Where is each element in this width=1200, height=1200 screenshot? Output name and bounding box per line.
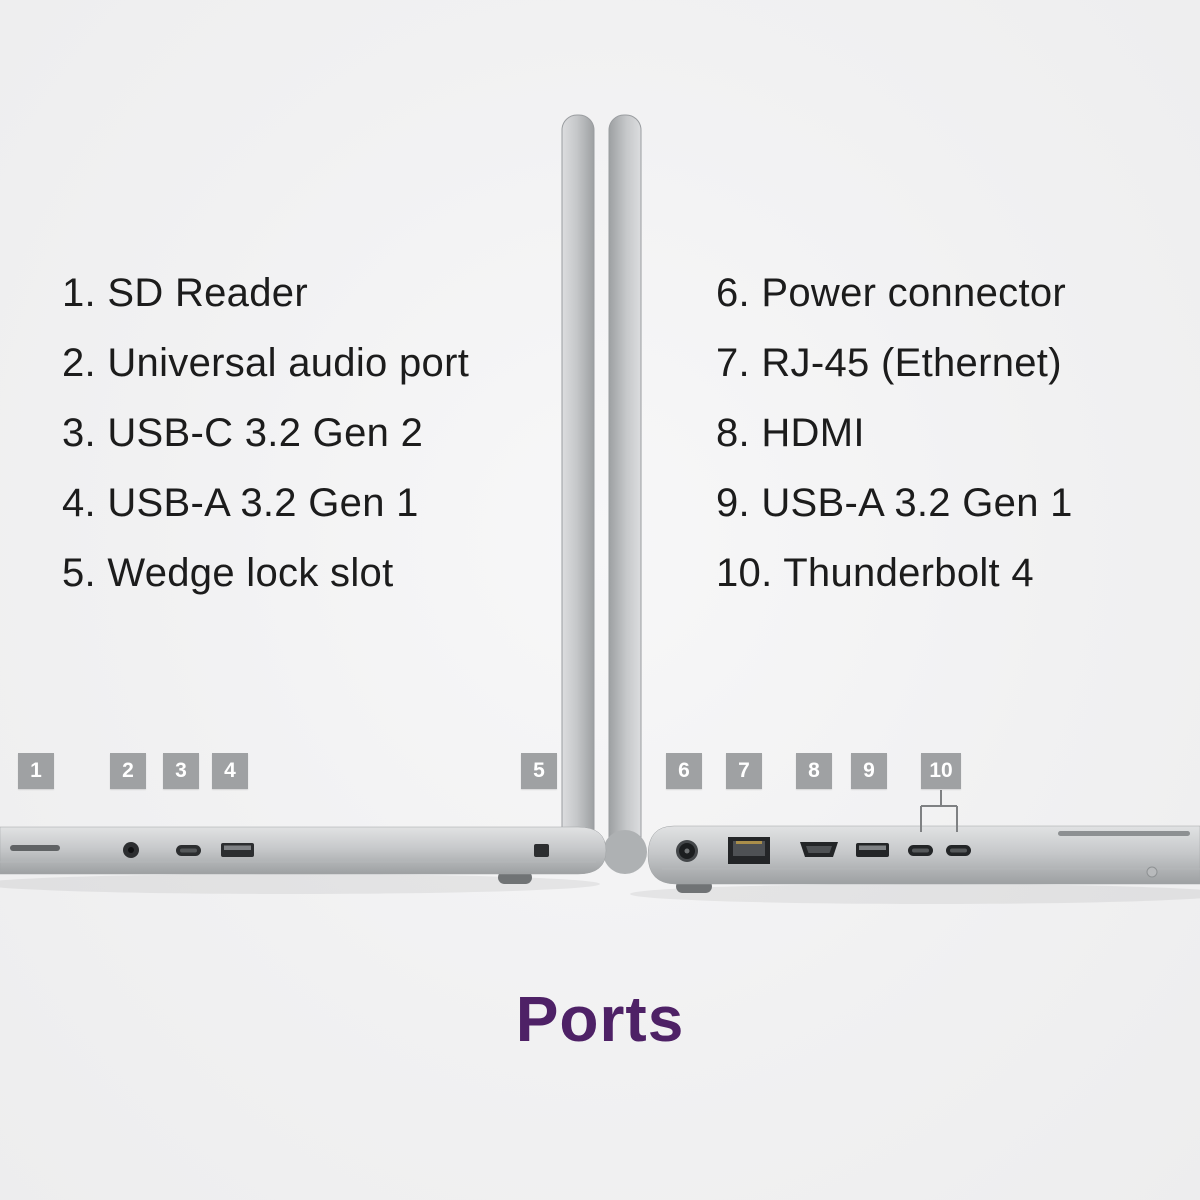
port-list-item: 1. SD Reader xyxy=(62,271,308,315)
port-badge-9: 9 xyxy=(851,753,887,789)
left-laptop-shadow xyxy=(0,874,600,894)
usb-c-port-icon xyxy=(176,845,201,856)
hdmi-port-icon xyxy=(800,842,838,857)
right-laptop-hinge xyxy=(603,830,647,874)
port-list-item: 5. Wedge lock slot xyxy=(62,551,394,595)
port-badge-1: 1 xyxy=(18,753,54,789)
port-list-item: 4. USB-A 3.2 Gen 1 xyxy=(62,481,419,525)
port-badge-7: 7 xyxy=(726,753,762,789)
thunderbolt-callout-lines xyxy=(920,790,958,832)
right-laptop-shadow xyxy=(630,884,1200,904)
rj45-ethernet-port-icon xyxy=(728,837,770,864)
usb-a-port-icon xyxy=(221,843,254,857)
port-list-item: 2. Universal audio port xyxy=(62,341,470,385)
port-list-item: 8. HDMI xyxy=(716,411,865,455)
thunderbolt-port-1-icon xyxy=(908,845,933,856)
port-badge-3: 3 xyxy=(163,753,199,789)
audio-jack-icon xyxy=(123,842,139,858)
sd-card-reader-slot-icon xyxy=(10,845,60,851)
right-base-vent-slot xyxy=(1058,831,1190,836)
thunderbolt-port-2-icon xyxy=(946,845,971,856)
port-badge-8: 8 xyxy=(796,753,832,789)
port-list-item: 10. Thunderbolt 4 xyxy=(716,551,1034,595)
right-base-screw xyxy=(1146,866,1158,878)
right-laptop-lid xyxy=(608,114,642,859)
power-connector-icon xyxy=(676,840,698,862)
page-title: Ports xyxy=(515,983,685,1055)
port-badge-4: 4 xyxy=(212,753,248,789)
port-badge-10: 10 xyxy=(921,753,961,789)
port-list-item: 9. USB-A 3.2 Gen 1 xyxy=(716,481,1073,525)
usb-a-port-2-icon xyxy=(856,843,889,857)
left-laptop-lid xyxy=(561,114,595,859)
port-list-item: 6. Power connector xyxy=(716,271,1067,315)
wedge-lock-slot-icon xyxy=(534,844,549,857)
port-badge-2: 2 xyxy=(110,753,146,789)
port-badge-5: 5 xyxy=(521,753,557,789)
left-laptop-base xyxy=(0,826,607,875)
port-badge-6: 6 xyxy=(666,753,702,789)
port-list-item: 3. USB-C 3.2 Gen 2 xyxy=(62,411,424,455)
port-list-item: 7. RJ-45 (Ethernet) xyxy=(716,341,1062,385)
left-port-list: 1. SD Reader 2. Universal audio port 3. … xyxy=(62,258,469,608)
right-port-list: 6. Power connector 7. RJ-45 (Ethernet) 8… xyxy=(716,258,1073,608)
